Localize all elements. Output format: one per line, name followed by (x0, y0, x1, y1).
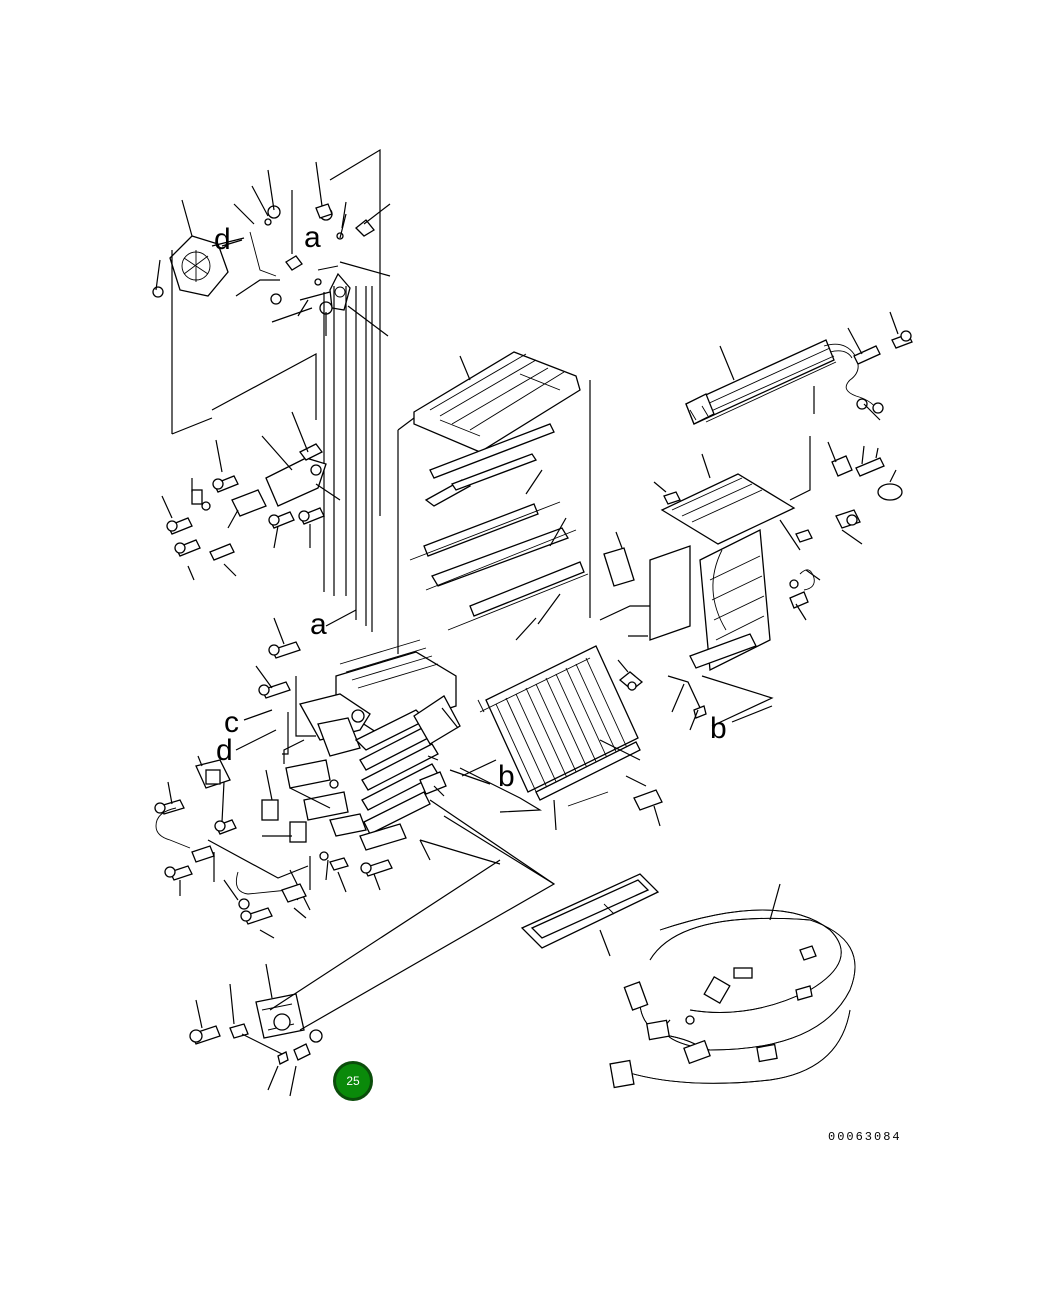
screws-center-left[interactable] (258, 641, 393, 877)
blower-resistor-relays[interactable] (154, 759, 307, 863)
arrow-b-mid (461, 759, 497, 777)
reference-letter-b-right: b (710, 712, 727, 745)
blower-motor-assembly[interactable] (152, 235, 229, 298)
reference-letter-a-mid: a (310, 608, 327, 641)
filter-cover-top[interactable] (413, 351, 581, 453)
heater-pipes[interactable] (823, 330, 913, 414)
drawing-number: 00063084 (828, 1130, 902, 1144)
frame-lines-left (171, 250, 373, 632)
heater-unit-case[interactable] (285, 639, 461, 851)
screws-left[interactable] (166, 475, 325, 561)
hotspot-badge-25[interactable]: 25 (333, 1061, 373, 1101)
reference-letter-d-top: d (214, 223, 231, 256)
filter-frame[interactable] (520, 873, 660, 949)
damper-door-plates[interactable] (409, 423, 589, 631)
link-rod-parts[interactable] (249, 203, 375, 315)
leader-lines-top-left (155, 148, 391, 516)
arrow-b-right (731, 705, 773, 723)
leader-lines-center (397, 355, 591, 654)
arrow-a-mid (325, 609, 357, 627)
expansion-valve-parts[interactable] (567, 671, 663, 811)
arrow-d-top (221, 239, 243, 247)
lower-actuator-assembly[interactable] (189, 993, 323, 1065)
evaporator-core[interactable] (477, 645, 641, 801)
reference-letter-a-top: a (304, 221, 321, 254)
leader-harness (769, 883, 781, 921)
right-side-small-parts[interactable] (663, 455, 903, 719)
leader-lines-evap (449, 659, 661, 831)
leader-lines-top-right (719, 311, 899, 421)
leader-filter-frame (599, 929, 611, 957)
wiring-harness[interactable] (609, 909, 856, 1089)
arrow-d-mid (235, 729, 277, 751)
reference-letter-c: c (224, 706, 239, 739)
reference-letter-d-mid: d (216, 734, 233, 767)
leader-lines-case (255, 617, 459, 911)
leader-lines-mid-left (161, 411, 341, 581)
harness-lower-left[interactable] (164, 865, 307, 925)
heater-core[interactable] (685, 339, 837, 425)
leader-lines-right (599, 436, 897, 731)
frame-lines-long (419, 799, 555, 885)
reference-letter-b-mid: b (498, 760, 515, 793)
mode-actuator-assembly[interactable] (191, 443, 327, 517)
leader-lines-lower (195, 815, 556, 1097)
arrow-c (243, 709, 273, 721)
leader-lines-lower-left (167, 755, 331, 939)
evaporator-case-right[interactable] (603, 473, 796, 672)
